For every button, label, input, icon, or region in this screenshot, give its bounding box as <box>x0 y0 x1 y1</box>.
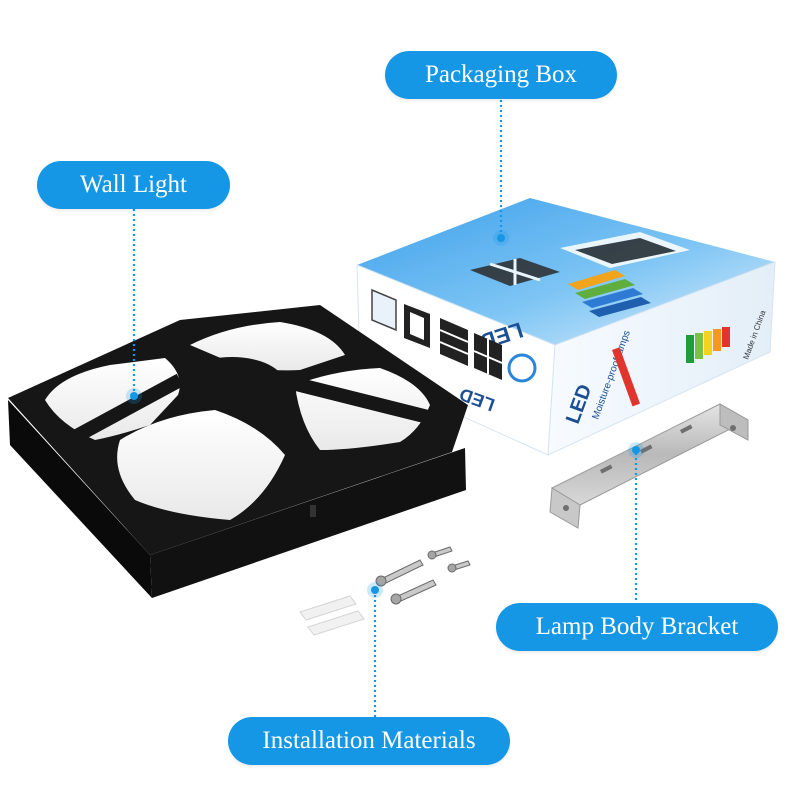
marker-lamp-body-bracket <box>628 442 644 458</box>
box-feature-strips <box>568 270 651 317</box>
installation-materials <box>299 546 471 636</box>
lamp-panel-1 <box>45 358 180 440</box>
lamp-body-bracket-callout: Lamp Body Bracket <box>496 603 778 651</box>
leader-lines <box>126 100 644 717</box>
wall-light-callout: Wall Light <box>37 161 230 209</box>
marker-packaging-box <box>493 230 509 246</box>
lamp-panel-3 <box>117 410 285 520</box>
box-front-icons <box>371 288 537 383</box>
packaging-box-callout: Packaging Box <box>385 51 617 99</box>
box-side-face <box>547 261 776 456</box>
installation-materials-callout: Installation Materials <box>228 717 510 765</box>
wall-light <box>8 305 468 598</box>
lamp-center-hub <box>180 357 284 409</box>
lamp-body-bracket <box>549 403 750 529</box>
packaging-box: LED LED LED Moisture-proof lamps <box>356 198 776 456</box>
marker-installation-materials <box>367 582 383 598</box>
energy-label <box>686 327 730 363</box>
box-lamp-graphics <box>470 232 690 286</box>
marker-wall-light <box>126 388 142 404</box>
box-top-face <box>357 198 775 345</box>
